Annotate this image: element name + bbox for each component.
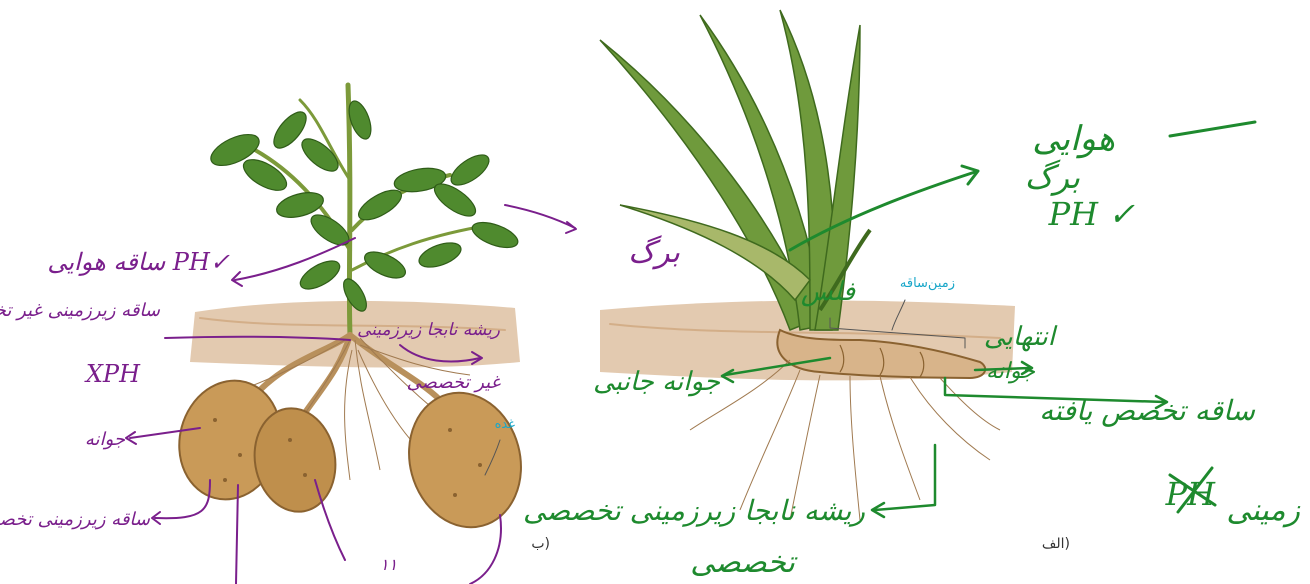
bud-note: جوانه — [85, 429, 126, 450]
stem-special-note: ساقه تخصص یافته — [1039, 394, 1255, 427]
aerial-note: هوایی — [1032, 119, 1115, 159]
panel-a-label: الف) — [1042, 536, 1070, 552]
aerial-stem-note: ساقه هوایی PH✓ — [47, 248, 230, 276]
leaf-note: برگ — [628, 235, 680, 270]
leaf-green-note: برگ — [1025, 158, 1080, 196]
underground-note: زمینی — [1226, 493, 1300, 528]
cross-out-icon: PH — [1165, 468, 1217, 513]
adventitious-root-note: ریشه نابجا زیرزمینی — [357, 320, 501, 340]
lateral-bud-note: جوانه جانبی — [593, 367, 721, 397]
root-underground-note: ریشه نابجا زیرزمینی تخصصی — [523, 494, 865, 527]
non-special-note: غیر تخصصی — [407, 372, 502, 393]
scale-note: فلس — [801, 277, 856, 307]
rhizome-label: زمین‌ساقه — [900, 276, 955, 291]
special-stem-note: ساقه زیرزمینی تخصصی — [0, 509, 151, 530]
dash-stroke — [1170, 122, 1255, 136]
underground-stem-note: ساقه زیرزمینی غیر تخصصی — [0, 300, 161, 321]
root-stub-note: ۱۱ — [380, 555, 397, 574]
potato-tubers — [166, 369, 536, 540]
ph-note: PH ✓ — [1048, 195, 1136, 233]
xph-note: XPH — [84, 360, 141, 388]
root-arrow — [875, 445, 935, 510]
purple-annotations: ساقه هوایی PH✓ ساقه زیرزمینی غیر تخصصی X… — [0, 205, 680, 584]
tuber-label: غده — [495, 417, 516, 432]
special-note: تخصصی — [690, 545, 797, 580]
leaf-arrow — [505, 205, 575, 228]
panel-b-label: ب) — [531, 536, 550, 552]
terminal-note: انتهایی — [984, 322, 1058, 352]
